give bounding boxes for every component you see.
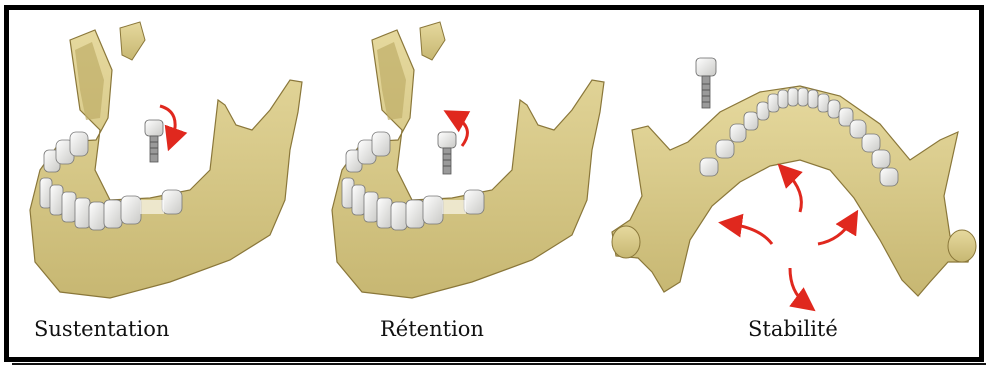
- panel-sustentation: [30, 22, 302, 298]
- implant-3: [696, 58, 716, 108]
- condyle-left-top: [612, 226, 640, 258]
- mandible-middle-view: [332, 30, 604, 298]
- condyle-middle: [420, 22, 445, 60]
- implant-1: [145, 120, 163, 162]
- radial-arrows: [730, 172, 852, 304]
- gap-ridge-2: [442, 200, 466, 214]
- mandible-top-view: [612, 86, 972, 296]
- panel-stabilite: [612, 58, 976, 304]
- caption-stabilite: Stabilité: [748, 317, 838, 351]
- condyle-right-top: [948, 230, 976, 262]
- implant-2: [438, 132, 456, 174]
- caption-sustentation: Sustentation: [34, 317, 169, 351]
- gap-ridge: [140, 200, 164, 214]
- panel-retention: [332, 22, 604, 298]
- caption-retention: Rétention: [380, 317, 484, 351]
- mandible-left-view: [30, 30, 302, 298]
- condyle-left: [120, 22, 145, 60]
